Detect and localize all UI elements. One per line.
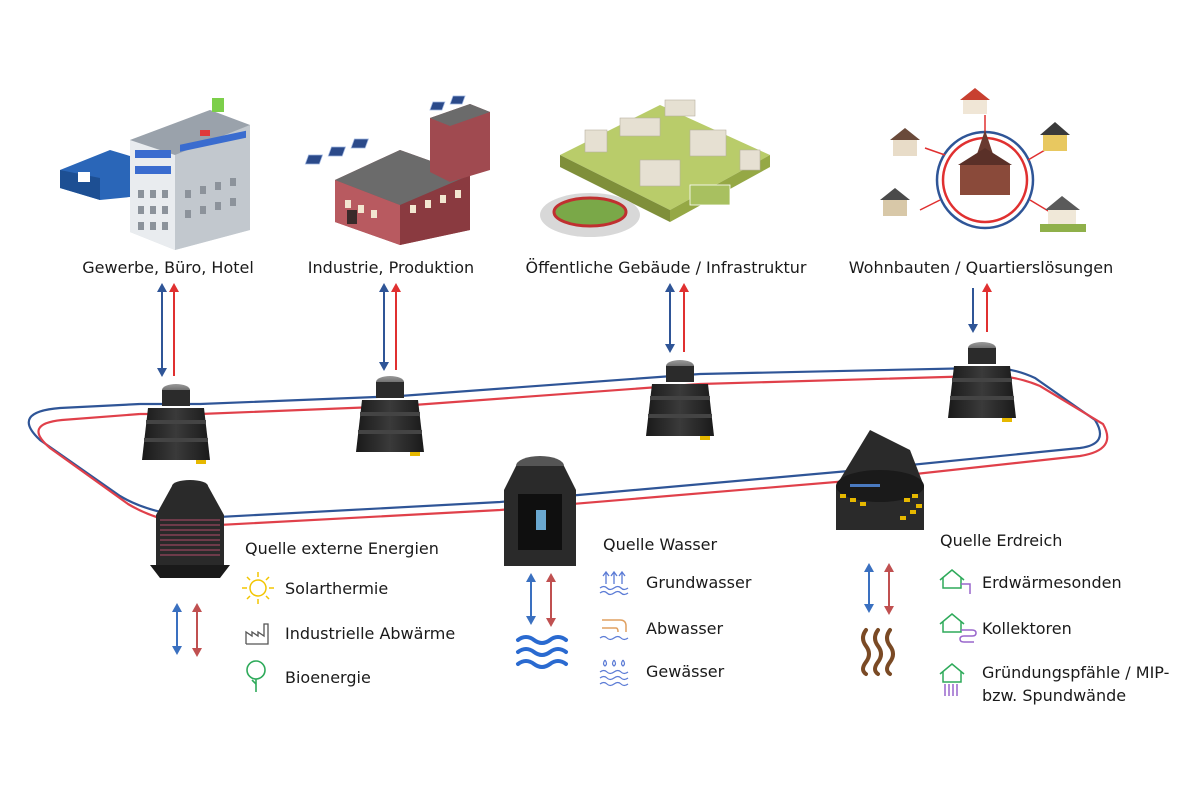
shaft-office [142, 384, 210, 464]
consumer-label-office: Gewerbe, Büro, Hotel [82, 258, 254, 277]
source-item-foundation-piles-line2: bzw. Spundwände [982, 686, 1127, 705]
foundation-pile-icon [939, 663, 965, 696]
source-item-geothermal-probes: Erdwärmesonden [982, 573, 1122, 592]
factory-icon [245, 623, 269, 645]
flow-arrows-external-energy [172, 603, 202, 657]
source-title-external-energy: Quelle externe Energien [245, 539, 439, 558]
geothermal-probe-icon [939, 569, 971, 594]
flow-arrows-ground [864, 563, 894, 615]
consumer-label-industry: Industrie, Produktion [307, 258, 475, 277]
source-item-industrial-heat: Industrielle Abwärme [285, 624, 456, 643]
wastewater-pipe-icon [599, 619, 629, 641]
flow-arrows-water [526, 573, 556, 627]
soil-heat-icon [861, 628, 895, 676]
factory-building-illustration [304, 95, 490, 245]
public-infrastructure-illustration [540, 99, 770, 237]
source-item-groundwater: Grundwasser [646, 573, 752, 592]
source-flow-arrows [172, 563, 894, 657]
shaft-industry [356, 376, 424, 456]
source-item-solar: Solarthermie [285, 579, 389, 598]
shaft-residential [948, 342, 1016, 422]
tree-icon [246, 660, 266, 692]
consumer-label-residential: Wohnbauten / Quartierslösungen [848, 258, 1114, 277]
source-item-water-body: Gewässer [646, 662, 725, 681]
flow-arrows-residential [968, 283, 992, 333]
shaft-public [646, 360, 714, 440]
shaft-external-energy [150, 480, 230, 578]
residential-district-illustration [880, 88, 1086, 232]
water-body-icon [599, 659, 629, 687]
source-item-wastewater: Abwasser [646, 619, 724, 638]
office-building-illustration [60, 98, 250, 250]
consumer-flow-arrows [157, 283, 992, 377]
source-item-collectors: Kollektoren [982, 619, 1072, 638]
flow-arrows-public [665, 283, 689, 353]
source-title-ground: Quelle Erdreich [940, 531, 1063, 550]
flow-arrows-industry [379, 283, 401, 371]
water-waves-icon [516, 635, 568, 669]
collector-icon [939, 613, 977, 643]
shaft-water [504, 456, 576, 566]
source-item-foundation-piles: Gründungspfähle / MIP- [982, 663, 1170, 682]
consumer-label-public: Öffentliche Gebäude / Infrastruktur [525, 258, 807, 277]
shaft-ground [836, 430, 924, 530]
flow-arrows-office [157, 283, 179, 377]
sun-icon [242, 572, 274, 604]
source-item-bioenergy: Bioenergie [285, 668, 371, 687]
groundwater-icon [599, 570, 629, 596]
source-title-water: Quelle Wasser [603, 535, 718, 554]
